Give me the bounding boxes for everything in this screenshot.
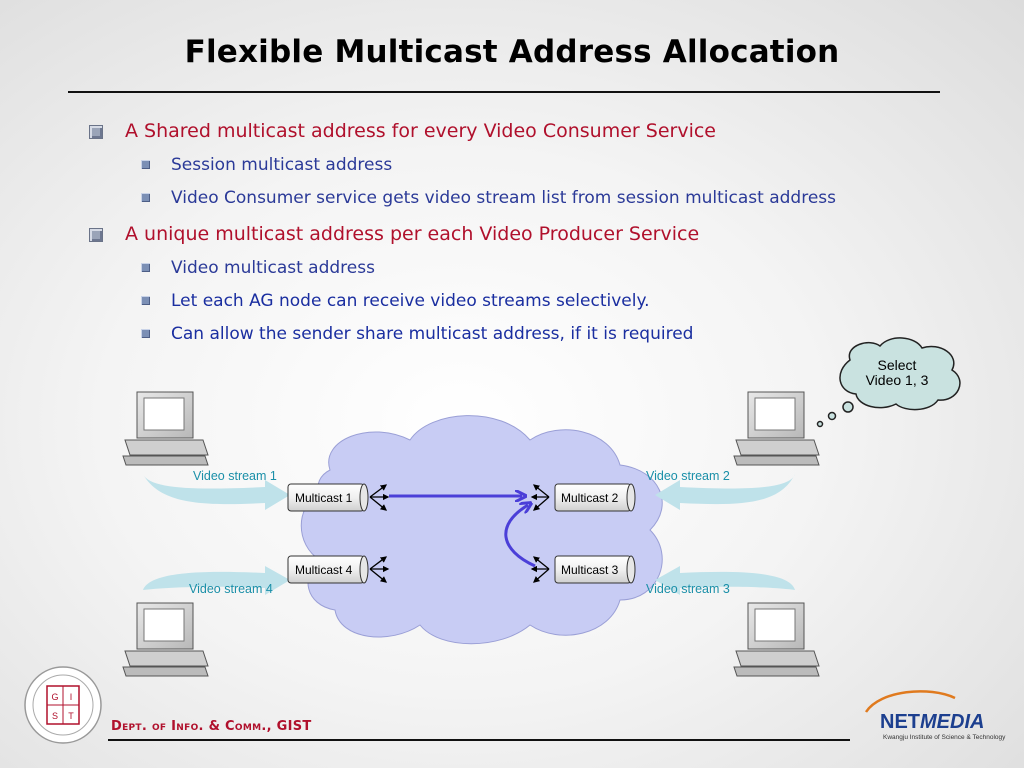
svg-text:I: I <box>70 692 73 702</box>
sub-bullet-2-1: Video multicast address <box>171 258 375 278</box>
sub-bullet-1-2: Video Consumer service gets video stream… <box>171 188 837 208</box>
title-divider <box>68 91 940 93</box>
thought-line-1: Select <box>878 357 917 373</box>
gist-seal-logo: G I S T <box>24 666 102 744</box>
thought-line-2: Video 1, 3 <box>866 372 929 388</box>
thought-bubble: Select Video 1, 3 <box>816 337 961 428</box>
logo-net-text: NET <box>880 711 920 733</box>
slide-title: Flexible Multicast Address Allocation <box>184 34 840 70</box>
stream-arrow-3 <box>655 566 795 595</box>
bullet-2: A unique multicast address per each Vide… <box>125 223 700 245</box>
sub-bullet-marker-icon <box>141 296 150 305</box>
stream-label-1: Video stream 1 <box>193 469 277 483</box>
stream-label-4: Video stream 4 <box>189 582 273 596</box>
logo-media-text: MEDIA <box>920 711 984 733</box>
multicast-label-3: Multicast 3 <box>561 563 619 577</box>
sub-bullet-marker-icon <box>141 329 150 338</box>
logo-caption: Kwangju Institute of Science & Technolog… <box>883 734 1006 741</box>
curved-arrow <box>504 505 536 568</box>
multicast-label-4: Multicast 4 <box>295 563 353 577</box>
multicast-node-1: Multicast 1 <box>287 483 369 512</box>
svg-text:T: T <box>68 711 74 721</box>
sub-bullet-1-1: Session multicast address <box>171 155 393 175</box>
sub-bullet-marker-icon <box>141 160 150 169</box>
footer-divider <box>108 739 850 741</box>
stream-label-2: Video stream 2 <box>646 469 730 483</box>
fanout-arrows <box>369 484 550 583</box>
bullet-marker-icon <box>89 228 103 242</box>
svg-text:S: S <box>52 711 58 721</box>
computer-icon <box>122 602 209 677</box>
multicast-node-2: Multicast 2 <box>554 483 636 512</box>
stream-arrow-4 <box>143 566 290 595</box>
computer-icon <box>733 391 820 466</box>
footer-department: Dept. of Info. & Comm., GIST <box>111 719 312 734</box>
svg-text:G: G <box>51 692 58 702</box>
sub-bullet-2-3: Can allow the sender share multicast add… <box>171 324 694 344</box>
sub-bullet-marker-icon <box>141 193 150 202</box>
bullet-marker-icon <box>89 125 103 139</box>
stream-label-3: Video stream 3 <box>646 582 730 596</box>
computer-icon <box>733 602 820 677</box>
sub-bullet-marker-icon <box>141 263 150 272</box>
stream-arrow-1 <box>143 474 290 510</box>
multicast-label-1: Multicast 1 <box>295 491 353 505</box>
computer-icon <box>122 391 209 466</box>
multicast-label-2: Multicast 2 <box>561 491 619 505</box>
netmedia-logo: NET MEDIA Kwangju Institute of Science &… <box>864 690 1006 741</box>
bullet-1: A Shared multicast address for every Vid… <box>125 120 716 142</box>
multicast-node-3: Multicast 3 <box>554 555 636 584</box>
multicast-node-4: Multicast 4 <box>287 555 369 584</box>
stream-arrow-2 <box>655 474 795 510</box>
sub-bullet-2-2: Let each AG node can receive video strea… <box>171 291 650 311</box>
network-cloud <box>300 415 663 645</box>
